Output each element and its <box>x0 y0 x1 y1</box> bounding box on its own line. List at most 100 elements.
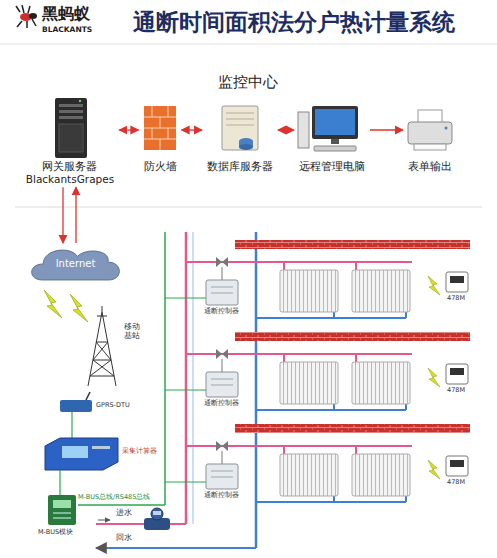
device-node: 网关服务器BlackantsGrapes <box>23 100 117 185</box>
illustration-part <box>55 98 87 158</box>
illustration-part <box>222 106 258 150</box>
cloud-label: Internet <box>56 258 96 270</box>
illustration-part <box>53 513 71 518</box>
text-label: GPRS-DTU <box>96 402 130 409</box>
illustration-part <box>256 496 406 502</box>
floor <box>165 240 470 318</box>
illustration-part <box>88 312 116 386</box>
connector-arrow <box>119 129 138 130</box>
text-label: 进水 <box>116 509 132 518</box>
internet-cloud: Internet <box>28 245 123 283</box>
section-rule <box>15 207 482 208</box>
connector-arrow <box>75 187 76 243</box>
heat-meter <box>144 508 170 530</box>
illustration-part <box>331 139 339 144</box>
database-server-icon <box>222 106 258 150</box>
illustration-part <box>312 106 358 139</box>
device-node: 防火墙 <box>141 100 180 173</box>
illustration-part <box>352 362 410 404</box>
text-label: 通断控制器 <box>204 308 239 315</box>
illustration-part <box>280 270 338 312</box>
illustration-part <box>211 287 233 293</box>
illustration-part <box>48 495 76 525</box>
illustration-part <box>216 441 228 451</box>
illustration-part <box>446 272 468 292</box>
illustration-part <box>92 446 110 449</box>
node-label: 远程管理电脑 <box>296 160 368 173</box>
illustration-part <box>408 122 452 144</box>
illustration-part <box>428 276 440 295</box>
illustration-part <box>53 500 71 508</box>
illustration-part <box>298 112 309 148</box>
return-pipe <box>96 547 256 549</box>
text-label: 通断控制器 <box>204 400 239 407</box>
illustration-part <box>206 464 238 489</box>
illustration-part <box>280 362 338 404</box>
illustration-part <box>144 106 176 150</box>
illustration-part <box>256 312 406 318</box>
illustration-part <box>450 460 464 467</box>
device-cable <box>71 412 72 438</box>
illustration-part <box>165 297 206 298</box>
mbus-module <box>48 495 76 525</box>
text-label: M-BUS总线/RS485总线 <box>78 494 150 501</box>
collector-device <box>45 438 118 470</box>
illustration-part <box>206 372 238 397</box>
text-label: 478M <box>447 479 465 486</box>
connector-arrow <box>182 129 203 130</box>
device-node: 表单输出 <box>405 100 455 173</box>
logo-ant <box>16 5 37 28</box>
diagram-title: 通断时间面积法分户热计量系统 <box>133 9 455 35</box>
firewall-icon <box>144 106 176 150</box>
illustration-part <box>235 332 470 341</box>
illustration-part <box>59 124 83 152</box>
cloud-outline <box>32 250 120 280</box>
illustration-part <box>206 280 238 305</box>
illustration-part <box>165 481 206 482</box>
supply-pipe <box>185 232 188 524</box>
illustration-part <box>256 404 406 410</box>
illustration-part <box>414 144 446 150</box>
illustration-part <box>450 368 464 375</box>
illustration-part <box>222 359 223 372</box>
illustration-part <box>352 454 410 496</box>
text-label: 478M <box>447 295 465 302</box>
node-label: 防火墙 <box>141 160 180 173</box>
illustration-part <box>151 508 163 520</box>
illustration-part <box>222 451 223 464</box>
wireless-lightning <box>44 290 88 322</box>
illustration-part <box>445 127 448 130</box>
illustration-part <box>59 110 83 113</box>
bus-line <box>78 504 165 506</box>
text-label: 采集计算器 <box>122 448 157 455</box>
text-label: 移动基站 <box>124 322 141 340</box>
gateway-server-icon <box>55 98 87 158</box>
illustration-part <box>86 392 90 400</box>
node-label: 表单输出 <box>405 160 455 173</box>
illustration-part <box>216 257 228 267</box>
illustration-part <box>222 267 223 280</box>
illustration-part <box>446 364 468 384</box>
device-node: 远程管理电脑 <box>296 100 368 173</box>
illustration-part <box>59 116 83 119</box>
illustration-part <box>153 511 161 515</box>
text-label: 回水 <box>116 534 132 543</box>
illustration-part <box>16 5 36 28</box>
floor <box>165 332 470 410</box>
illustration-part <box>235 424 470 433</box>
device-node: 数据库服务器 <box>204 100 276 173</box>
illustration-part <box>428 368 440 387</box>
device-cable <box>59 470 60 495</box>
illustration-part <box>428 460 440 479</box>
supply-pipe <box>96 523 186 525</box>
illustration-part <box>79 100 81 102</box>
return-pipe <box>255 232 258 548</box>
text-label: 通断控制器 <box>204 492 239 499</box>
illustration-part <box>314 146 356 151</box>
illustration-part <box>211 379 233 385</box>
illustration-part <box>352 270 410 312</box>
node-label: BlackantsGrapes <box>23 173 117 186</box>
floor <box>165 424 470 502</box>
illustration-part <box>144 106 176 150</box>
